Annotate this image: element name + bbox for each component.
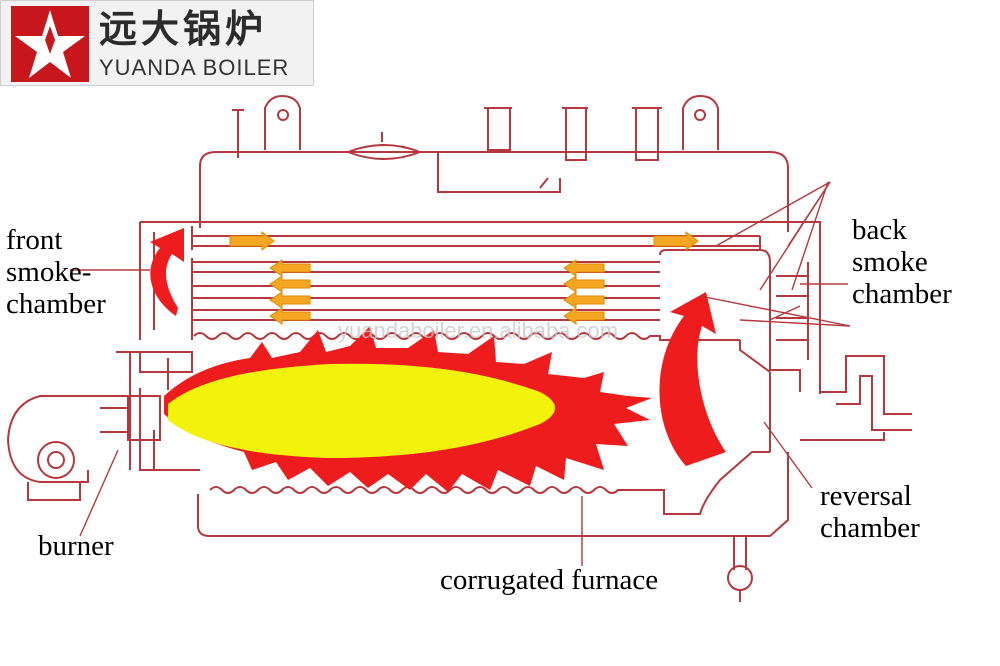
- logo-chinese-name: 远大锅炉: [99, 7, 268, 51]
- tube-flow-arrows: [229, 231, 699, 325]
- front-smoke-chamber-label-1: front: [6, 224, 63, 256]
- corrugated-furnace-label: corrugated furnace: [440, 564, 659, 596]
- star-logo-icon: [11, 6, 89, 82]
- back-smoke-chamber-label-1: back: [852, 214, 907, 246]
- burner-label: burner: [38, 530, 114, 562]
- leader-lines: [70, 181, 851, 566]
- reversal-chamber-label-1: reversal: [820, 480, 912, 512]
- reversal-chamber-label-2: chamber: [820, 512, 920, 544]
- front-smoke-chamber-label-3: chamber: [6, 288, 106, 320]
- logo-english-name: YUANDA BOILER: [99, 55, 290, 80]
- front-smoke-chamber-label-2: smoke-: [6, 256, 92, 288]
- flame-core: [168, 363, 555, 458]
- back-smoke-chamber-label-3: chamber: [852, 278, 952, 310]
- boiler-outline: [6, 94, 912, 602]
- company-logo: 远大锅炉 YUANDA BOILER: [0, 0, 314, 86]
- back-smoke-chamber-label-2: smoke: [852, 246, 928, 278]
- flow-arrow-icon: [150, 228, 184, 316]
- flow-arrow-icon: [659, 292, 726, 466]
- watermark: yuandaboiler.en.alibaba.com: [338, 318, 619, 343]
